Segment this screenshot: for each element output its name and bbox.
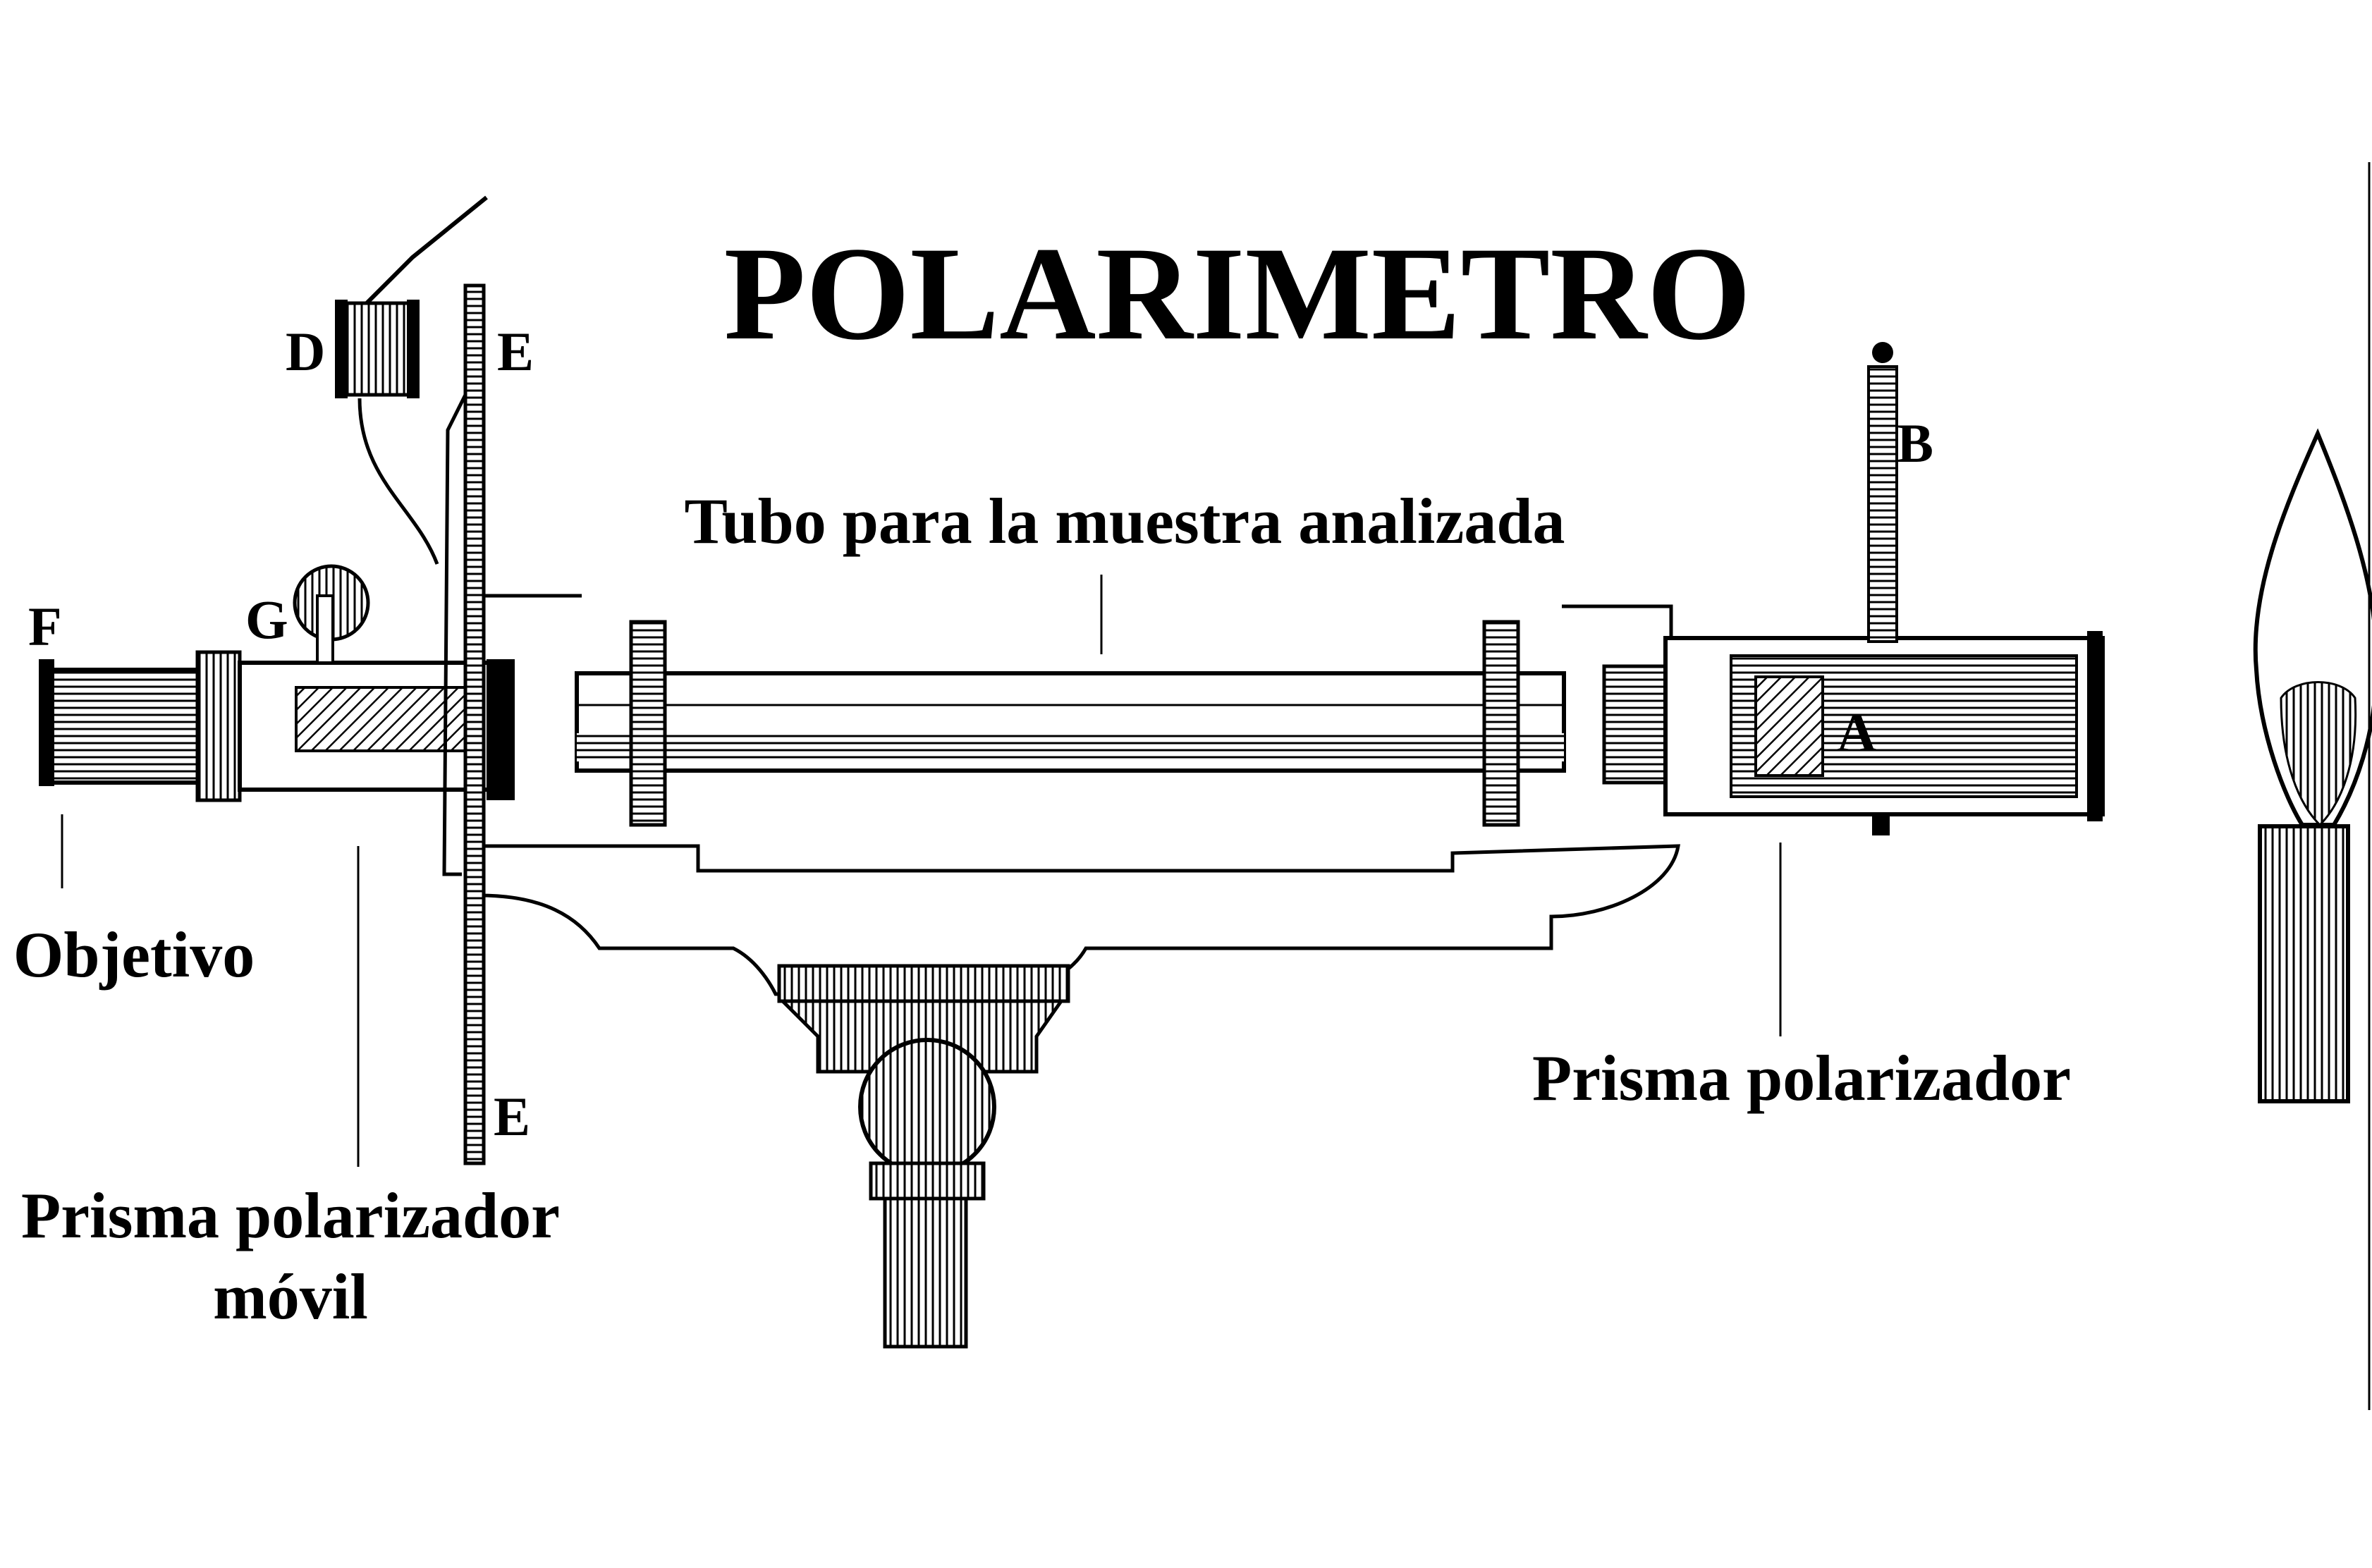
mobile-prism-crystal <box>295 686 467 752</box>
stand-pillar <box>883 1196 968 1349</box>
label-objective: Objetivo <box>13 919 255 991</box>
letter-F: F <box>28 596 62 657</box>
lamp-wick-holder <box>2258 824 2350 1103</box>
polarizer-assembly <box>1562 342 2105 835</box>
plate-E <box>442 283 486 1165</box>
label-mobile-prism-line2: móvil <box>213 1261 368 1333</box>
pivot-ball <box>858 1038 996 1176</box>
letter-D: D <box>286 321 325 382</box>
eyepiece-assembly <box>39 564 582 802</box>
polarizer-prism-crystal <box>1754 675 1824 777</box>
letter-B: B <box>1897 412 1933 474</box>
label-mobile-prism-line1: Prisma polarizador <box>21 1180 560 1251</box>
stand-base <box>463 844 1680 1349</box>
reel-D <box>335 195 488 565</box>
tube-collar-left <box>629 620 667 827</box>
rod-B <box>1867 365 1898 643</box>
label-polarizing-prism: Prisma polarizador <box>1532 1042 2071 1114</box>
letter-E-top: E <box>497 321 534 382</box>
letter-E-bottom: E <box>494 1086 530 1147</box>
label-tube: Tubo para la muestra analizada <box>684 485 1565 557</box>
sample-tube <box>575 620 1566 827</box>
diagram-title: POLARIMETRO <box>724 220 1752 368</box>
letter-G: G <box>245 589 288 650</box>
flame-lamp <box>2253 428 2372 1103</box>
tube-collar-right <box>1482 620 1520 827</box>
letter-A: A <box>1837 702 1876 763</box>
